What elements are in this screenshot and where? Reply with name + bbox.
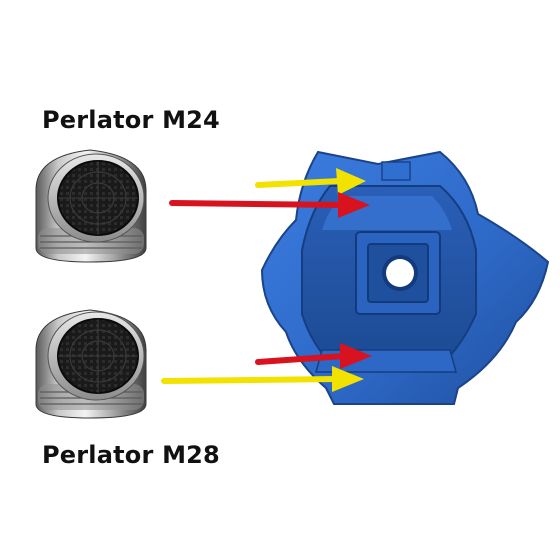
perlator-m24-label: Perlator M24 — [42, 106, 220, 134]
arrow-red-lower-row — [255, 343, 372, 369]
aerator-key-wrench — [260, 150, 550, 405]
perlator-m28-aerator — [35, 309, 147, 419]
arrow-red-upper-row — [169, 192, 370, 218]
arrow-yellow-upper — [255, 168, 366, 195]
perlator-m28-label: Perlator M28 — [42, 441, 220, 469]
perlator-m24-aerator — [35, 149, 147, 263]
arrow-yellow-lower — [161, 366, 364, 392]
